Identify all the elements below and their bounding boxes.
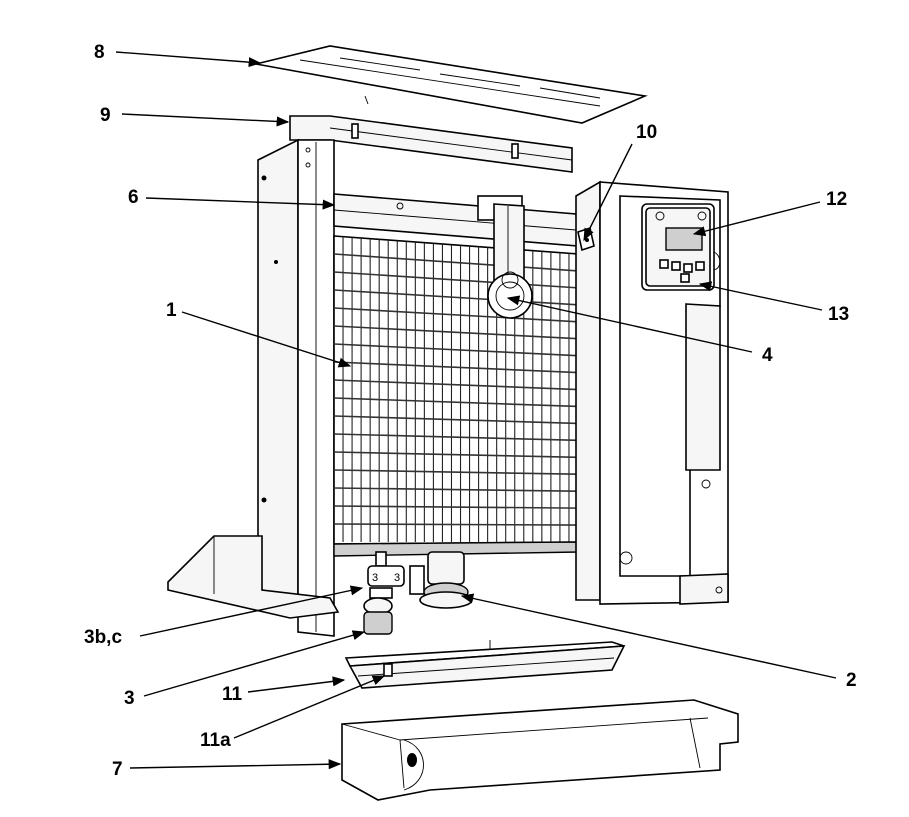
grid-row-line — [333, 433, 579, 442]
callout-13: 13 — [828, 304, 849, 325]
left-side-panel — [257, 138, 335, 637]
svg-text:3: 3 — [394, 572, 400, 584]
callout-4: 4 — [762, 345, 773, 366]
callout-6: 6 — [128, 187, 139, 208]
callout-2: 2 — [846, 670, 857, 691]
grid-row-line — [333, 253, 579, 272]
grid-row-line — [333, 307, 579, 323]
callout-12: 12 — [826, 189, 847, 210]
callout-labels: 8 9 10 6 12 1 13 4 3b,c 2 3 11 11a 7 — [84, 42, 857, 780]
grid-row-line — [333, 361, 579, 374]
grid-row-line — [333, 343, 579, 357]
callout-11: 11 — [222, 684, 243, 705]
callout-8: 8 — [94, 42, 105, 63]
grid-row-line — [333, 451, 579, 459]
controller-panel — [641, 203, 721, 291]
grid-row-line — [333, 523, 579, 526]
grid-row-line — [333, 271, 579, 289]
evaporator-grid — [333, 235, 579, 557]
callout-3: 3 — [124, 688, 135, 709]
callout-11a: 11a — [200, 730, 231, 751]
top-cover — [255, 45, 648, 124]
callout-7: 7 — [112, 759, 123, 780]
thickness-probe — [477, 195, 533, 319]
grid-row-line — [333, 505, 579, 509]
grid-row-line — [333, 325, 579, 340]
top-bracket — [289, 115, 573, 173]
grid-row-line — [333, 379, 579, 391]
ice-chute — [341, 699, 739, 801]
callout-9: 9 — [100, 105, 111, 126]
svg-text:3: 3 — [372, 572, 378, 584]
callout-10: 10 — [636, 122, 657, 143]
callout-1: 1 — [166, 300, 177, 321]
grid-row-line — [333, 415, 579, 425]
grid-row-line — [333, 469, 579, 476]
leader-lines — [115, 51, 837, 770]
water-valve-assembly: 3 3 — [363, 551, 405, 635]
controller-display — [665, 227, 703, 251]
grid-row-line — [333, 397, 579, 408]
callout-3bc: 3b,c — [84, 627, 122, 648]
water-trough — [344, 640, 626, 689]
grid-row-line — [333, 289, 579, 306]
water-pump — [409, 551, 473, 609]
base-plate — [167, 535, 340, 619]
grid-row-line — [333, 487, 579, 492]
